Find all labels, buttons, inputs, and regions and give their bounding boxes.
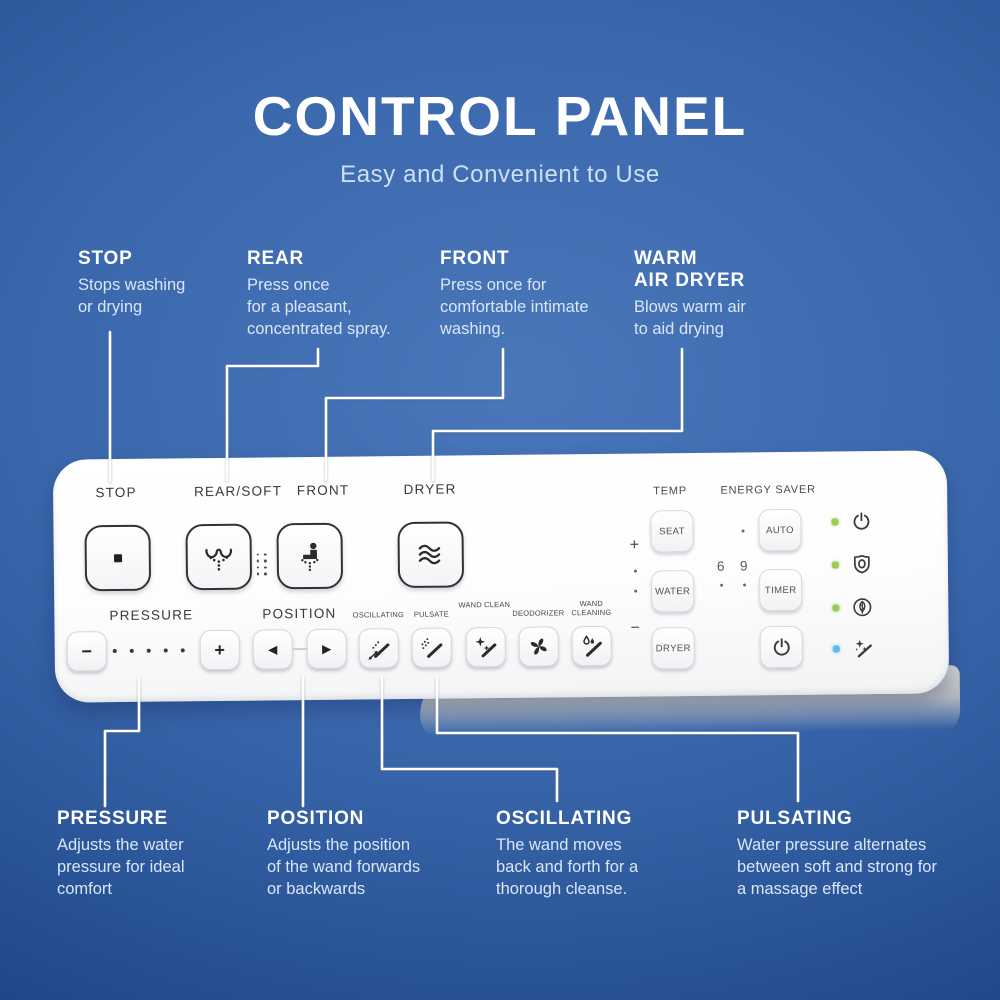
wand-clean-small-label: WAND CLEAN bbox=[458, 599, 511, 610]
dryer-waves-icon bbox=[418, 544, 441, 565]
temp-minus-sign: − bbox=[630, 619, 640, 637]
stop-label: STOP bbox=[95, 484, 137, 501]
dryer-label: DRYER bbox=[403, 481, 457, 498]
temp-level-dot bbox=[634, 589, 638, 593]
front-wash-icon bbox=[301, 542, 319, 572]
temp-level-dot bbox=[633, 569, 637, 573]
energy-saver-auto-button[interactable]: AUTO bbox=[758, 508, 802, 552]
pressure-label: PRESSURE bbox=[109, 607, 194, 624]
callout-pressure-body: Adjusts the water pressure for ideal com… bbox=[57, 836, 185, 898]
oscillating-wand-icon bbox=[368, 641, 390, 660]
power-status-icon bbox=[853, 512, 870, 530]
energy-saver-timer-button[interactable]: TIMER bbox=[758, 568, 803, 612]
soft-mode-dots-icon bbox=[256, 553, 267, 576]
pulsate-small-label: PULSATE bbox=[413, 609, 449, 619]
eco-led bbox=[832, 603, 840, 612]
callout-stop: STOP Stops washing or drying bbox=[78, 248, 228, 319]
position-buttons-connector bbox=[292, 648, 307, 651]
dryer-button[interactable] bbox=[397, 521, 465, 589]
position-label: POSITION bbox=[262, 605, 337, 622]
callout-oscillating: OSCILLATING The wand moves back and fort… bbox=[496, 808, 686, 900]
stop-button[interactable] bbox=[84, 524, 152, 592]
cleaning-status-indicator bbox=[832, 635, 903, 662]
callout-rear: REAR Press once for a pleasant, concentr… bbox=[247, 248, 427, 340]
callout-stop-body: Stops washing or drying bbox=[78, 276, 186, 316]
callout-stop-heading: STOP bbox=[78, 248, 133, 269]
bidet-control-panel: STOP REAR/SOFT FRONT DRYER TEMP ENERGY S… bbox=[52, 450, 950, 703]
callout-position-heading: POSITION bbox=[267, 808, 365, 829]
pressure-minus-button[interactable]: − bbox=[66, 631, 107, 672]
plus-icon: + bbox=[214, 639, 226, 660]
sparkle-wand-icon bbox=[855, 639, 872, 658]
timer-indicator-dot bbox=[743, 583, 747, 587]
callout-pressure-heading: PRESSURE bbox=[57, 808, 168, 829]
temp-seat-button[interactable]: SEAT bbox=[650, 509, 694, 553]
callout-rear-heading: REAR bbox=[247, 248, 305, 269]
position-forward-button[interactable]: ▶ bbox=[306, 628, 347, 670]
guard-status-indicator bbox=[831, 551, 902, 578]
page-subtitle: Easy and Convenient to Use bbox=[340, 161, 660, 188]
stop-icon bbox=[114, 554, 123, 563]
arrow-left-icon: ◀ bbox=[268, 642, 278, 657]
wand-cleaning-drops-icon bbox=[583, 635, 602, 657]
shield-icon bbox=[853, 554, 870, 574]
arrow-right-icon: ▶ bbox=[322, 641, 332, 656]
pressure-level-dots bbox=[112, 648, 185, 654]
callout-front-heading: FRONT bbox=[440, 248, 510, 269]
minus-icon: − bbox=[81, 640, 93, 661]
wand-cleaning-button[interactable] bbox=[571, 625, 612, 667]
callout-oscillating-heading: OSCILLATING bbox=[496, 808, 633, 829]
wand-cleaning-small-label: WAND CLEANING bbox=[571, 598, 612, 617]
pulsate-wand-icon bbox=[421, 638, 443, 658]
front-label: FRONT bbox=[296, 482, 350, 499]
timer-indicator-dot bbox=[720, 583, 724, 587]
auto-indicator-dot bbox=[741, 529, 745, 533]
callout-position: POSITION Adjusts the position of the wan… bbox=[267, 808, 457, 900]
oscillating-button[interactable] bbox=[358, 628, 399, 669]
callout-front-body: Press once for comfortable intimate wash… bbox=[440, 276, 589, 338]
leaf-icon bbox=[853, 598, 872, 617]
wand-clean-icon bbox=[475, 636, 497, 658]
temp-label: TEMP bbox=[653, 485, 688, 498]
callout-rear-body: Press once for a pleasant, concentrated … bbox=[247, 276, 391, 338]
page-title: CONTROL PANEL bbox=[252, 85, 748, 147]
callout-front: FRONT Press once for comfortable intimat… bbox=[440, 248, 630, 340]
power-led bbox=[831, 517, 839, 526]
callout-pulsating: PULSATING Water pressure alternates betw… bbox=[737, 808, 967, 900]
deodorizer-fan-icon bbox=[530, 638, 547, 655]
cleaning-led bbox=[832, 644, 840, 653]
front-wash-button[interactable] bbox=[276, 522, 344, 590]
eco-status-indicator bbox=[832, 594, 902, 621]
deodorizer-button[interactable] bbox=[518, 626, 559, 667]
callout-pulsating-heading: PULSATING bbox=[737, 808, 853, 829]
pressure-plus-button[interactable]: + bbox=[199, 629, 240, 671]
temp-water-button[interactable]: WATER bbox=[650, 569, 695, 613]
guard-led bbox=[831, 560, 839, 569]
callout-position-body: Adjusts the position of the wand forward… bbox=[267, 836, 421, 898]
callout-oscillating-body: The wand moves back and forth for a thor… bbox=[496, 836, 639, 898]
callout-warm-air-dryer-heading: WARM AIR DRYER bbox=[634, 248, 746, 291]
power-icon bbox=[773, 638, 790, 656]
timer-digit-6: 6 bbox=[716, 558, 725, 574]
position-back-button[interactable]: ◀ bbox=[252, 629, 293, 670]
energy-saver-label: ENERGY SAVER bbox=[720, 483, 816, 497]
wand-clean-button[interactable] bbox=[465, 626, 506, 668]
power-status-indicator bbox=[831, 508, 901, 535]
temp-dryer-button[interactable]: DRYER bbox=[651, 626, 695, 670]
pulsate-button[interactable] bbox=[411, 627, 452, 668]
callout-pressure: PRESSURE Adjusts the water pressure for … bbox=[57, 808, 227, 900]
rear-soft-button[interactable] bbox=[185, 523, 253, 591]
rear-wash-icon bbox=[205, 548, 233, 571]
callout-warm-air-dryer-body: Blows warm air to aid drying bbox=[634, 298, 746, 338]
power-button[interactable] bbox=[759, 625, 803, 669]
timer-digit-9: 9 bbox=[739, 558, 748, 574]
temp-plus-sign: + bbox=[629, 536, 640, 554]
callout-warm-air-dryer: WARM AIR DRYER Blows warm air to aid dry… bbox=[634, 248, 804, 341]
callout-pulsating-body: Water pressure alternates between soft a… bbox=[737, 836, 937, 898]
